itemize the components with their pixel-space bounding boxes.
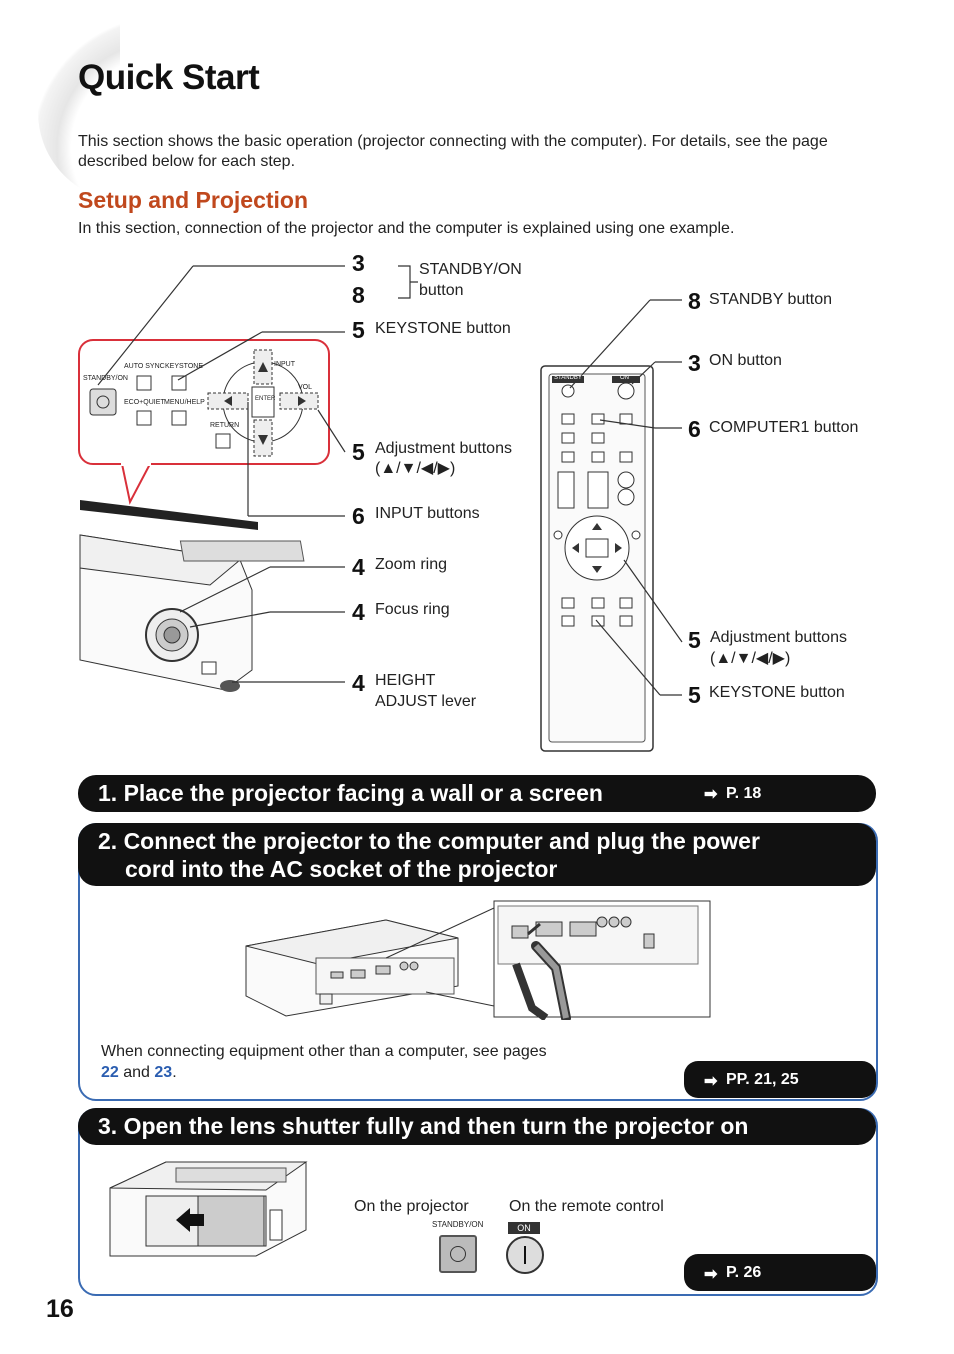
panel-label-menu-help: MENU/HELP: [164, 399, 205, 406]
step-2-title-line2: cord into the AC socket of the projector: [125, 856, 558, 882]
callout-label: KEYSTONE button: [709, 684, 845, 701]
page-link-23[interactable]: 23: [154, 1064, 173, 1081]
panel-label-return: RETURN: [210, 422, 240, 429]
panel-label-standby: STANDBY/ON: [83, 375, 128, 382]
panel-label-auto-sync: AUTO SYNC: [124, 363, 165, 370]
step-1-bar: 1. Place the projector facing a wall or …: [78, 775, 876, 812]
step-2-bar: 2. Connect the projector to the computer…: [78, 823, 876, 886]
step-2-note-line1: When connecting equipment other than a c…: [101, 1043, 547, 1060]
standby-on-label: STANDBY/ON: [432, 1220, 484, 1229]
callout-number: 8: [688, 288, 701, 314]
step-1-page-ref[interactable]: P. 18: [726, 785, 762, 802]
lens-shutter-illustration: [109, 1161, 308, 1257]
callout-label: (▲/▼/◀/▶): [375, 460, 456, 477]
callout-label: COMPUTER1 button: [709, 419, 859, 436]
section-subtitle: In this section, connection of the proje…: [78, 220, 735, 237]
callout-number: 4: [352, 670, 365, 696]
step-2-note: When connecting equipment other than a c…: [101, 1041, 547, 1083]
connection-illustration: [245, 900, 711, 1020]
callout-number: 4: [352, 599, 365, 625]
page-title: Quick Start: [78, 58, 260, 97]
panel-label-enter: ENTER: [255, 396, 276, 402]
callout-label: Adjustment buttons: [710, 629, 847, 646]
note-and: and: [123, 1064, 150, 1081]
step-2-page-ref[interactable]: PP. 21, 25: [726, 1071, 799, 1088]
step-2-ref-tab: ➡ PP. 21, 25: [684, 1061, 876, 1098]
callout-label: (▲/▼/◀/▶): [710, 650, 791, 667]
callout-number: 5: [352, 439, 365, 465]
panel-label-input: INPUT: [274, 361, 295, 368]
setup-diagram: [78, 265, 683, 752]
callout-number: 5: [688, 682, 701, 708]
step-3-title: 3. Open the lens shutter fully and then …: [98, 1113, 749, 1139]
callout-label: ON button: [709, 352, 782, 369]
callout-label: STANDBY/ON: [419, 261, 522, 278]
callout-number: 5: [352, 317, 365, 343]
remote-label-standby: STANDBY: [554, 375, 582, 381]
panel-label-vol: VOL: [298, 384, 313, 391]
page-number: 16: [46, 1295, 74, 1323]
callout-number: 8: [352, 282, 365, 308]
callout-label: ADJUST lever: [375, 693, 477, 710]
callout-label: Adjustment buttons: [375, 440, 512, 457]
header-arc-mask: [120, 22, 380, 142]
panel-label-eco-quiet: ECO+QUIET: [124, 399, 165, 406]
page-ref-arrow-icon: ➡: [704, 1266, 718, 1283]
callout-label: Zoom ring: [375, 556, 448, 573]
panel-label-keystone: KEYSTONE: [165, 363, 203, 370]
callout-number: 3: [352, 250, 365, 276]
callout-label: button: [419, 282, 464, 299]
remote-on-button-icon: [506, 1236, 544, 1274]
section-heading: Setup and Projection: [78, 187, 309, 213]
callout-label: STANDBY button: [709, 291, 833, 308]
note-period: .: [172, 1064, 177, 1081]
callout-number: 3: [688, 350, 701, 376]
step-1-title: 1. Place the projector facing a wall or …: [98, 780, 603, 806]
intro-paragraph: This section shows the basic operation (…: [78, 133, 828, 170]
callout-label: KEYSTONE button: [375, 320, 511, 337]
callout-label: INPUT buttons: [375, 505, 480, 522]
page-ref-arrow-icon: ➡: [704, 1073, 718, 1090]
callout-number: 6: [688, 416, 701, 442]
step-3-bar: 3. Open the lens shutter fully and then …: [78, 1108, 876, 1145]
page-link-22[interactable]: 22: [101, 1064, 119, 1081]
callout-label: HEIGHT: [375, 672, 436, 689]
on-remote-label: On the remote control: [509, 1198, 664, 1215]
on-projector-label: On the projector: [354, 1198, 469, 1215]
callout-number: 5: [688, 627, 701, 653]
remote-on-label: ON: [508, 1222, 540, 1234]
remote-label-on: ON: [620, 375, 629, 381]
callout-number: 4: [352, 554, 365, 580]
step-3-ref-tab: ➡ P. 26: [684, 1254, 876, 1291]
callout-label: Focus ring: [375, 601, 450, 618]
standby-on-button-icon: [89, 388, 117, 416]
standby-on-button-icon: [439, 1235, 477, 1273]
step-2-title-line1: 2. Connect the projector to the computer…: [98, 828, 760, 854]
callout-number: 6: [352, 503, 365, 529]
page-ref-arrow-icon: ➡: [704, 786, 718, 803]
step-3-page-ref[interactable]: P. 26: [726, 1264, 762, 1281]
